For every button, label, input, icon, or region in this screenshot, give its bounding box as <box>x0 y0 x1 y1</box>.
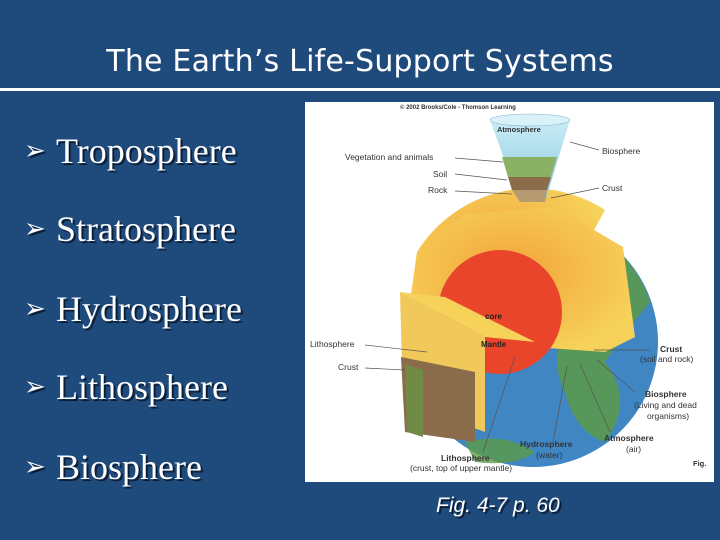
sky-top <box>489 113 571 127</box>
label-atmosphere-bottom: Atmosphere <box>604 433 654 443</box>
arrow-bullet-icon: ➢ <box>24 214 46 243</box>
leader-lines <box>364 141 650 453</box>
label-biosphere-right-sub1: (Living and dead <box>634 400 697 410</box>
land-mass-south <box>465 438 535 464</box>
label-lithosphere-bottom: Lithosphere <box>441 453 490 463</box>
label-lithosphere-left: Lithosphere <box>310 339 355 349</box>
slide-title: The Earth’s Life-Support Systems <box>106 44 614 79</box>
copyright-text: © 2002 Brooks/Cole - Thomson Learning <box>400 104 516 111</box>
label-core: core <box>485 312 502 321</box>
vegetation-layer <box>502 157 557 177</box>
bullet-text: Troposphere <box>56 131 237 171</box>
bullet-hydrosphere: ➢ Hydrosphere <box>24 288 242 330</box>
rock-layer <box>512 190 547 202</box>
crust-surface-layer <box>405 364 423 437</box>
bullet-text: Biosphere <box>56 447 202 487</box>
earth-globe <box>400 188 658 467</box>
soil-layer <box>508 177 551 190</box>
label-crust-right-sub: (soil and rock) <box>640 354 694 364</box>
label-biosphere-top: Biosphere <box>602 146 641 156</box>
bullet-biosphere: ➢ Biosphere <box>24 446 202 488</box>
label-biosphere-right-sub2: organisms) <box>647 411 689 421</box>
bullet-text: Stratosphere <box>56 209 236 249</box>
bullet-stratosphere: ➢ Stratosphere <box>24 208 236 250</box>
arrow-bullet-icon: ➢ <box>24 136 46 165</box>
label-atmosphere-bottom-sub: (air) <box>626 444 641 454</box>
bullet-text: Hydrosphere <box>56 289 242 329</box>
arrow-bullet-icon: ➢ <box>24 294 46 323</box>
figure-caption: Fig. 4-7 p. 60 <box>436 494 560 517</box>
arrow-bullet-icon: ➢ <box>24 452 46 481</box>
arrow-bullet-icon: ➢ <box>24 372 46 401</box>
label-soil: Soil <box>433 169 447 179</box>
earth-systems-figure: © 2002 Brooks/Cole - Thomson Learning <box>305 102 714 482</box>
label-crust-left: Crust <box>338 362 359 372</box>
label-biosphere-right: Biosphere <box>645 389 687 399</box>
atmosphere-cone <box>489 113 571 202</box>
bullet-text: Lithosphere <box>56 367 228 407</box>
label-hydrosphere-sub: (water) <box>536 450 563 460</box>
bullet-troposphere: ➢ Troposphere <box>24 130 237 172</box>
label-rock: Rock <box>428 185 448 195</box>
mantle-slab-top <box>400 292 535 342</box>
label-crust-top: Crust <box>602 183 623 193</box>
label-atmosphere-top: Atmosphere <box>497 125 541 134</box>
label-vegetation: Vegetation and animals <box>345 152 433 162</box>
figure-tag: Fig. <box>693 459 706 468</box>
title-divider <box>0 88 720 91</box>
earth-diagram: © 2002 Brooks/Cole - Thomson Learning <box>310 104 706 473</box>
label-hydrosphere: Hydrosphere <box>520 439 573 449</box>
label-lithosphere-bottom-sub: (crust, top of upper mantle) <box>410 463 512 473</box>
bullet-lithosphere: ➢ Lithosphere <box>24 366 228 408</box>
label-mantle: Mantle <box>481 340 507 349</box>
label-crust-right: Crust <box>660 344 682 354</box>
